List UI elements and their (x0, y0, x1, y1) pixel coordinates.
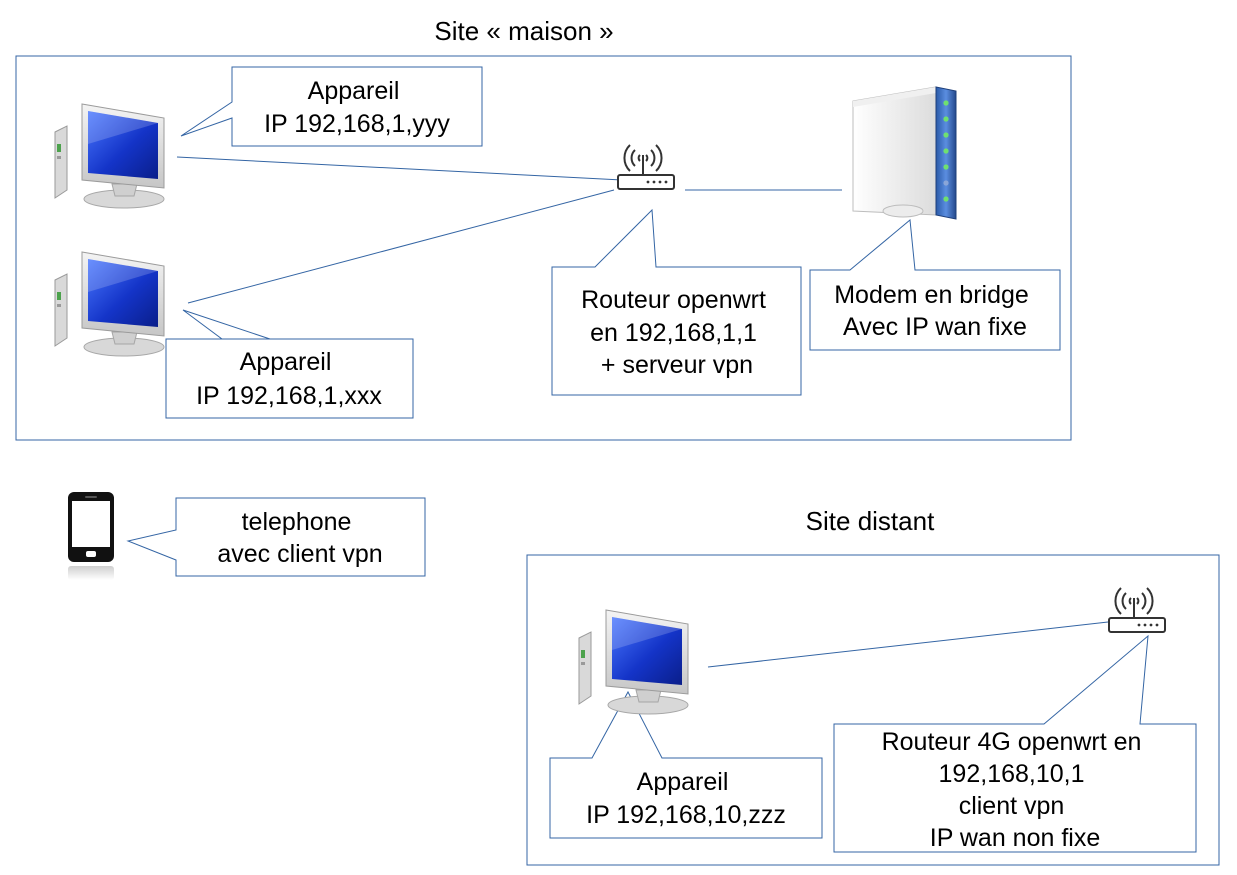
modem-tower-icon (852, 86, 957, 220)
label-line: + serveur vpn (601, 351, 753, 379)
label-line: Appareil (240, 348, 332, 376)
label-line: Appareil (637, 768, 729, 796)
label-line: Avec IP wan fixe (843, 313, 1027, 341)
label-router-remote: Routeur 4G openwrt en 192,168,10,1 clien… (882, 728, 1149, 852)
label-line: telephone (242, 508, 352, 536)
link-pc3-router (707, 621, 1109, 668)
site-title-maison: Site « maison » (434, 16, 613, 46)
label-line: en 192,168,1,1 (590, 319, 757, 347)
link-pc1-router (176, 156, 623, 181)
callout-pc3 (549, 690, 823, 839)
label-line: Routeur openwrt (581, 286, 766, 314)
link-pc2-router (187, 189, 615, 304)
wifi-router-icon (617, 144, 675, 190)
label-pc3: Appareil IP 192,168,10,zzz (586, 768, 786, 829)
label-line: IP wan non fixe (930, 824, 1100, 852)
label-router-home: Routeur openwrt en 192,168,1,1 + serveur… (581, 286, 773, 379)
desktop-computer-icon (54, 251, 165, 357)
desktop-computer-icon (54, 103, 165, 209)
callout-phone (126, 497, 426, 577)
callout-modem (809, 219, 1061, 351)
label-line: IP 192,168,1,xxx (196, 382, 382, 410)
callout-pc2 (165, 309, 414, 419)
desktop-computer-icon (578, 609, 689, 715)
wifi-router-icon (1108, 587, 1166, 633)
label-line: client vpn (959, 792, 1065, 820)
callout-pc1 (180, 66, 483, 147)
callout-router-remote (833, 634, 1197, 853)
label-line: Routeur 4G openwrt en (882, 728, 1142, 756)
label-line: IP 192,168,10,zzz (586, 801, 786, 829)
smartphone-icon (68, 492, 114, 580)
label-phone: telephone avec client vpn (217, 508, 382, 568)
label-line: avec client vpn (217, 540, 382, 568)
site-frame-distant (526, 554, 1220, 866)
label-line: Appareil (308, 77, 400, 105)
label-pc1: Appareil IP 192,168,1,yyy (264, 77, 450, 138)
callout-router-home (551, 208, 802, 396)
label-pc2: Appareil IP 192,168,1,xxx (196, 348, 382, 410)
site-frame-maison (15, 55, 1072, 441)
label-line: 192,168,10,1 (939, 760, 1085, 788)
label-modem: Modem en bridge Avec IP wan fixe (834, 281, 1036, 341)
label-line: Modem en bridge (834, 281, 1029, 309)
site-title-distant: Site distant (806, 506, 935, 536)
label-line: IP 192,168,1,yyy (264, 110, 450, 138)
